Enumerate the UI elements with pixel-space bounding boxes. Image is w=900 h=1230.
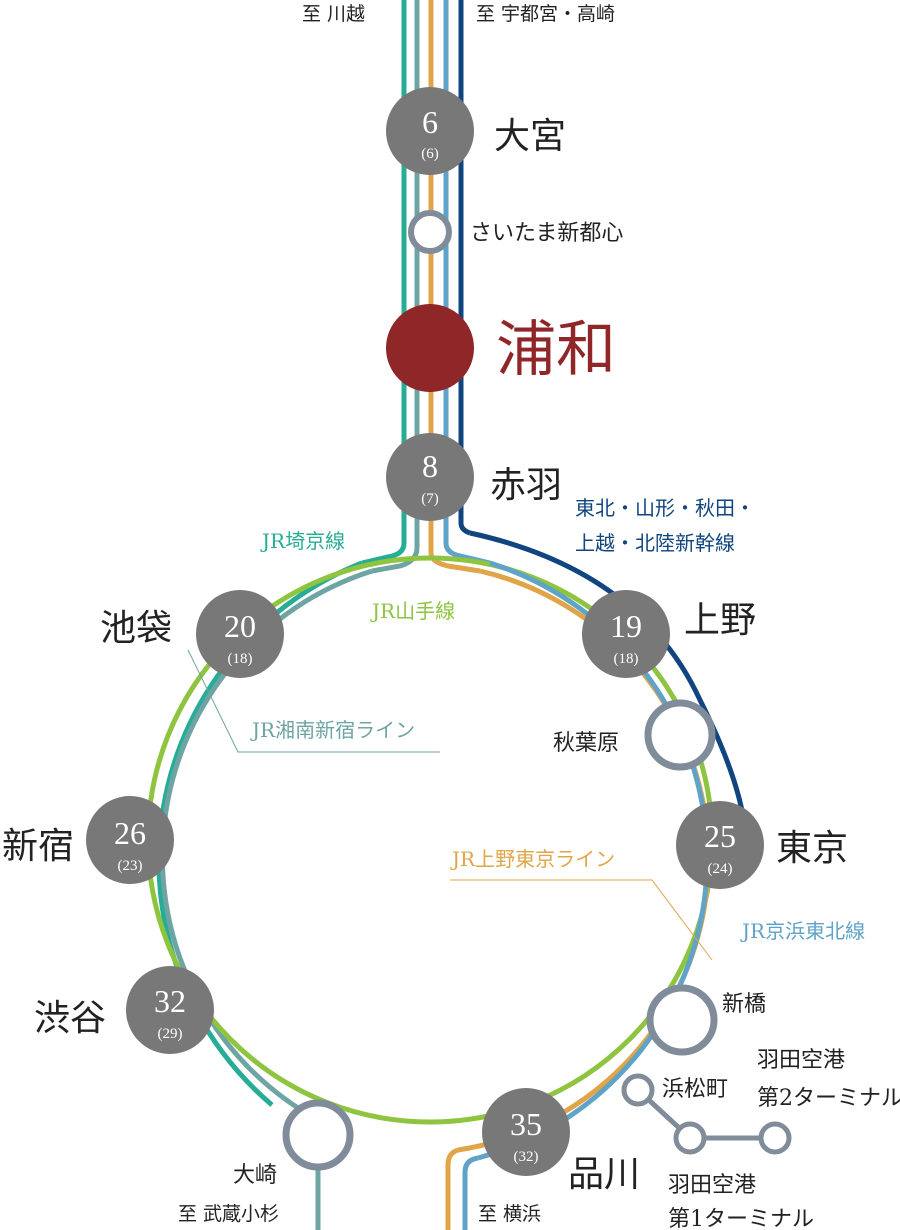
ueno-time: 19 [610,608,642,644]
station-tokyo[interactable]: 25 (24) 東京 [676,801,848,889]
ueno-time-sub: (18) [614,651,639,667]
shinagawa-label: 品川 [568,1154,640,1195]
label-shinkansen-line-2: 上越・北陸新幹線 [575,531,735,555]
shinagawa-time: 35 [510,1106,542,1142]
ikebukuro-time-sub: (18) [228,651,253,667]
urawa-circle [386,304,474,392]
urawa-label: 浦和 [496,315,616,385]
ikebukuro-time: 20 [224,608,256,644]
station-hamamatsucho[interactable]: 浜松町 [621,1073,728,1107]
shinjuku-label: 新宿 [2,826,74,867]
omiya-label: 大宮 [494,116,566,157]
shinjuku-time: 26 [114,815,146,851]
track-shinkansen-trunk [458,0,471,536]
tokyo-time-circle [676,801,764,889]
tokyo-time: 25 [704,818,736,854]
track-keihin-tail [462,1155,479,1230]
stations: 6 (6) 大宮 さいたま新都心 浦和 8 (7) 赤羽 20 (18) 池袋 [2,87,900,1230]
shinjuku-time-sub: (23) [118,858,143,874]
label-shinkansen-line-1: 東北・山形・秋田・ [575,496,755,520]
tokyo-label: 東京 [776,828,848,869]
hamamatsucho-label: 浜松町 [662,1077,728,1102]
station-akabane[interactable]: 8 (7) 赤羽 [386,433,562,521]
station-osaki[interactable]: 大崎 [233,1099,354,1188]
shibuya-label: 渋谷 [34,998,106,1039]
destinations: 至 川越 至 宇都宮・高崎 至 武蔵小杉 至 横浜 [178,3,615,1225]
akihabara-label: 秋葉原 [553,731,619,756]
station-haneda-t1[interactable]: 羽田空港 第1ターミナル [668,1121,814,1230]
tokyo-time-sub: (24) [708,861,733,877]
label-yamanote-line: JR山手線 [370,599,455,623]
label-saikyo-line: JR埼京線 [260,529,345,553]
track-saikyo-connect [361,542,407,566]
ikebukuro-label: 池袋 [100,608,172,649]
akabane-time-circle [386,433,474,521]
haneda-t2-circle [758,1121,792,1155]
station-ikebukuro[interactable]: 20 (18) 池袋 [100,590,284,678]
ikebukuro-time-circle [196,590,284,678]
station-omiya[interactable]: 6 (6) 大宮 [386,87,566,175]
omiya-time: 6 [422,104,438,140]
ueno-label: 上野 [684,600,756,641]
track-keihin-connect [443,542,491,566]
leaders [187,649,713,961]
haneda-t1-label-b: 第1ターミナル [668,1207,814,1230]
dest-yokohama: 至 横浜 [478,1203,541,1225]
haneda-t2-label-a: 羽田空港 [757,1048,845,1073]
omiya-time-circle [386,87,474,175]
akabane-time: 8 [422,448,438,484]
station-shinjuku[interactable]: 26 (23) 新宿 [2,796,174,884]
shimbashi-label: 新橋 [722,992,766,1017]
station-shimbashi[interactable]: 新橋 [646,984,766,1056]
hamamatsucho-circle [621,1073,655,1107]
station-saitama-shintoshin[interactable]: さいたま新都心 [408,210,623,254]
haneda-t1-label-a: 羽田空港 [668,1173,756,1198]
saitama-shintoshin-label: さいたま新都心 [470,221,623,246]
station-shibuya[interactable]: 32 (29) 渋谷 [34,966,214,1054]
saitama-shintoshin-circle [408,210,452,254]
station-ueno[interactable]: 19 (18) 上野 [582,590,756,678]
osaki-circle [282,1099,354,1171]
station-haneda-t2[interactable]: 羽田空港 第2ターミナル [757,1048,900,1155]
station-akihabara[interactable]: 秋葉原 [553,699,716,771]
leader-ueno-tokyo [450,879,713,961]
station-urawa[interactable]: 浦和 [386,304,616,392]
line-labels: JR埼京線 JR山手線 東北・山形・秋田・ 上越・北陸新幹線 JR湘南新宿ライン… [250,496,865,943]
omiya-time-sub: (6) [421,146,439,162]
track-ueno-tokyo-tail [445,1147,459,1230]
ueno-time-circle [582,590,670,678]
akabane-time-sub: (7) [421,491,439,507]
osaki-label: 大崎 [233,1163,277,1188]
haneda-t1-circle [673,1121,707,1155]
shinagawa-time-circle [482,1088,570,1176]
shibuya-time-sub: (29) [158,1026,183,1042]
shibuya-time-circle [126,966,214,1054]
label-ueno-tokyo-line: JR上野東京ライン [450,847,615,871]
shinjuku-time-circle [86,796,174,884]
akihabara-circle [644,699,716,771]
dest-musashi-kosugi: 至 武蔵小杉 [178,1203,279,1225]
station-shinagawa[interactable]: 35 (32) 品川 [482,1088,640,1195]
shinagawa-time-sub: (32) [514,1149,539,1165]
label-shonan-shinjuku-line: JR湘南新宿ライン [250,718,415,742]
leader-shonan [187,649,440,753]
track-ueno-tokyo-connect [428,552,481,574]
akabane-label: 赤羽 [490,465,562,506]
shimbashi-circle [646,984,718,1056]
shibuya-time: 32 [154,983,186,1019]
dest-kawagoe: 至 川越 [302,3,365,25]
haneda-t2-label-b: 第2ターミナル [757,1086,900,1111]
track-shinkansen-loop [469,530,748,831]
dest-utsunomiya-takasaki: 至 宇都宮・高崎 [476,3,615,25]
label-keihin-tohoku-line: JR京浜東北線 [740,919,865,943]
